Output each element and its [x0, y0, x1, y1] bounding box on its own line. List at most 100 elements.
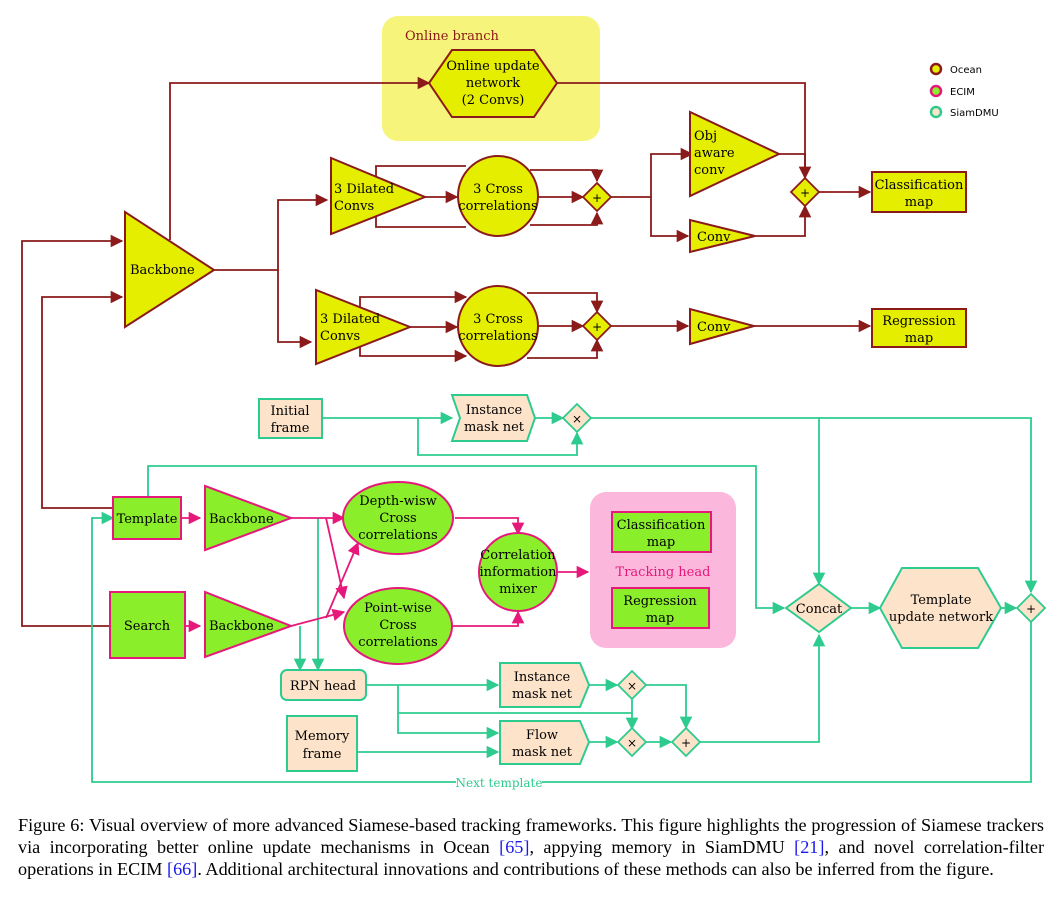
instance-mask-top-line-1: Instance — [466, 403, 523, 418]
legend-ocean-label: Ocean — [950, 65, 982, 76]
plus-node-right — [789, 176, 821, 208]
legend-siamdmu-marker — [929, 105, 943, 119]
ecim-classification-line-1: Classification — [617, 518, 706, 533]
ecim-search-node — [109, 591, 186, 659]
next-template-label: Next template — [456, 776, 543, 790]
times-node-bottom — [616, 726, 648, 758]
instance-mask-top-line-2: mask net — [464, 420, 525, 435]
legend-siamdmu-label: SiamDMU — [950, 108, 999, 119]
correlation-information-mixer — [478, 532, 558, 612]
times-top-label: × — [572, 412, 582, 426]
conv-bottom-label: Conv — [697, 320, 731, 335]
plus-right-label: + — [800, 186, 810, 200]
plus-siamdmu-label: + — [681, 736, 691, 750]
ecim-edges — [181, 511, 590, 633]
siamdmu-edges — [91, 411, 1038, 783]
flow-mask-net — [499, 720, 591, 765]
caption-text-4: . Additional architectural innovations a… — [197, 859, 994, 879]
legend: Ocean ECIM SiamDMU — [929, 62, 999, 119]
initial-frame-node — [258, 398, 323, 439]
dilated-bottom-line-2: Convs — [320, 329, 360, 344]
depthwise-line-3: correlations — [358, 528, 437, 543]
tracking-head-label: Tracking head — [616, 565, 711, 580]
conv-top-label: Conv — [697, 230, 731, 245]
cross-bottom-line-2: correlations — [458, 329, 537, 344]
cross-correlations-top — [457, 155, 539, 237]
initial-frame-line-2: frame — [271, 421, 310, 436]
obj-aware-line-2: aware — [694, 146, 735, 161]
mixer-line-3: mixer — [499, 582, 538, 597]
conv-top — [689, 218, 756, 254]
obj-aware-line-1: Obj — [694, 129, 717, 144]
dilated-convs-bottom — [315, 288, 413, 366]
times-node-mid — [616, 669, 648, 701]
memory-frame-node — [286, 715, 358, 772]
memory-frame-line-2: frame — [303, 747, 342, 762]
ecim-regression-map — [611, 587, 710, 629]
pointwise-line-1: Point-wise — [364, 601, 432, 616]
caption-label: Figure 6: — [18, 815, 85, 835]
online-update-node — [427, 49, 559, 118]
ecim-regression-line-2: map — [646, 611, 674, 626]
framework-diagram: Online branch Tracking head Ocean ECIM S… — [21, 16, 1047, 790]
times-node-top — [561, 402, 593, 434]
mixer-line-2: information — [479, 565, 557, 580]
cross-bottom-line-1: 3 Cross — [473, 312, 523, 327]
rpn-head-label: RPN head — [290, 679, 356, 694]
caption-cite-ecim[interactable]: [66] — [167, 859, 198, 879]
ocean-classification-line-1: Classification — [875, 178, 964, 193]
legend-ecim-label: ECIM — [950, 87, 975, 98]
instance-mask-bottom-line-1: Instance — [514, 670, 571, 685]
times-mid-label: × — [627, 679, 637, 693]
pointwise-line-2: Cross — [379, 618, 416, 633]
plus-node-final — [1015, 592, 1047, 624]
dilated-top-line-1: 3 Dilated — [334, 182, 394, 197]
plus-node-siamdmu — [670, 726, 702, 758]
mixer-line-1: Correlation — [480, 548, 556, 563]
depthwise-cross-correlations — [342, 481, 454, 555]
online-update-line-1: Online update — [446, 59, 540, 74]
ocean-regression-line-1: Regression — [882, 314, 956, 329]
ocean-backbone — [124, 210, 216, 329]
ocean-regression-map — [871, 308, 967, 348]
memory-frame-line-1: Memory — [295, 729, 350, 744]
plus-node-bottom — [581, 310, 613, 342]
instance-mask-net-top — [450, 394, 537, 442]
ecim-search-label: Search — [124, 619, 171, 634]
dilated-top-line-2: Convs — [334, 199, 374, 214]
flow-mask-line-2: mask net — [512, 745, 573, 760]
ecim-backbone-bottom — [204, 590, 294, 659]
cross-top-line-2: correlations — [458, 199, 537, 214]
template-update-network — [878, 567, 1003, 649]
template-update-line-2: update network — [889, 610, 993, 625]
ecim-backbone-top-label: Backbone — [209, 512, 274, 527]
ecim-regression-line-1: Regression — [623, 594, 697, 609]
caption-text-1: Visual overview of more advanced Siamese… — [18, 815, 1044, 857]
cross-top-line-1: 3 Cross — [473, 182, 523, 197]
concat-node — [784, 582, 853, 634]
plus-node-top — [581, 181, 613, 213]
depthwise-line-1: Depth-wisw — [359, 494, 437, 509]
online-update-line-3: (2 Convs) — [462, 93, 525, 108]
ocean-regression-line-2: map — [905, 331, 933, 346]
rpn-head-node — [280, 669, 367, 701]
template-update-line-1: Template — [911, 593, 972, 608]
ecim-template-node — [112, 496, 182, 540]
ocean-classification-map — [871, 171, 967, 213]
ecim-backbone-top — [204, 484, 294, 552]
cross-correlations-bottom — [457, 285, 539, 367]
pointwise-line-3: correlations — [358, 635, 437, 650]
pointwise-cross-correlations — [343, 587, 453, 665]
ocean-backbone-label: Backbone — [130, 263, 195, 278]
ecim-template-label: Template — [117, 512, 178, 527]
plus-bottom-label: + — [592, 320, 602, 334]
obj-aware-conv — [689, 110, 782, 198]
caption-cite-siamdmu[interactable]: [21] — [794, 837, 825, 857]
ecim-classification-line-2: map — [647, 535, 675, 550]
times-bottom-label: × — [627, 736, 637, 750]
next-template-label-bg — [456, 776, 542, 790]
dilated-convs-top — [330, 156, 428, 236]
caption-cite-ocean[interactable]: [65] — [499, 837, 530, 857]
obj-aware-line-3: conv — [694, 163, 725, 178]
online-branch-label: Online branch — [405, 29, 499, 44]
